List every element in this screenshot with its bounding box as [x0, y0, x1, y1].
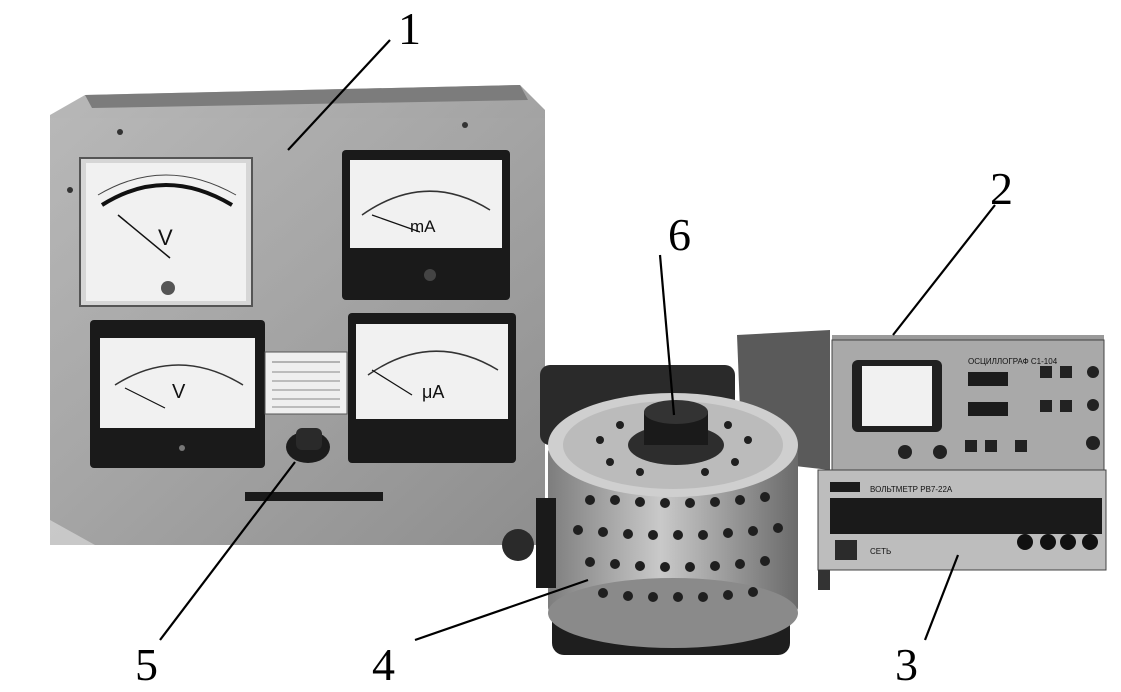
holes — [573, 412, 783, 602]
milliammeter-unit: mA — [410, 217, 436, 236]
callout-2: 2 — [990, 163, 1013, 214]
side-terminal — [502, 498, 556, 588]
callout-3: 3 — [895, 639, 918, 690]
leader-lines — [159, 39, 996, 642]
callout-4: 4 — [372, 639, 395, 690]
microammeter: μA — [348, 313, 516, 463]
voltmeter-device-label: ВОЛЬТМЕТР РВ7-22А — [870, 485, 953, 494]
voltmeter-top: V — [79, 157, 253, 307]
mode-switch-knob — [286, 428, 330, 463]
callout-6: 6 — [668, 209, 691, 260]
autotransformer — [502, 365, 798, 655]
transformer-knob — [628, 400, 724, 465]
voltmeter-power-label: СЕТЬ — [870, 547, 891, 556]
meter-panel: V mA V μA — [50, 85, 545, 545]
callout-5: 5 — [135, 639, 158, 690]
voltmeter-top-unit: V — [158, 225, 173, 250]
oscilloscope: ОСЦИЛЛОГРАФ С1-104 — [831, 339, 1105, 471]
mode-label-plate — [264, 351, 348, 415]
oscilloscope-label: ОСЦИЛЛОГРАФ С1-104 — [968, 357, 1058, 366]
callout-1: 1 — [398, 3, 421, 54]
microammeter-unit: μA — [422, 382, 444, 402]
milliammeter: mA — [342, 150, 510, 300]
digital-voltmeter: ВОЛЬТМЕТР РВ7-22А СЕТЬ — [817, 469, 1107, 590]
voltmeter-bottom-unit: V — [172, 381, 186, 403]
voltmeter-bottom: V — [90, 320, 265, 468]
panel-slot — [245, 492, 383, 501]
